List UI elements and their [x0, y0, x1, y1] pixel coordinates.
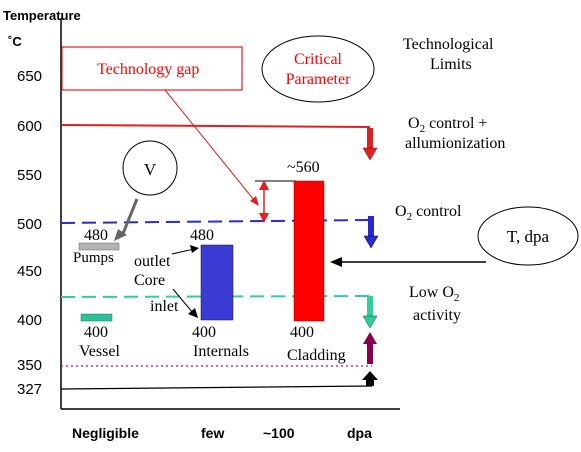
technology-gap-pointer-head: [250, 196, 259, 206]
vessel-value: 400: [84, 324, 108, 341]
red-down-arrow: [362, 128, 378, 161]
x-tick-negligible: Negligible: [72, 425, 139, 441]
pumps-label: Pumps: [73, 250, 114, 266]
cladding-bar: [293, 180, 325, 322]
cladding-label: Cladding: [287, 347, 346, 364]
y-tick-450: 450: [17, 263, 42, 280]
inlet-arrow: [172, 288, 194, 314]
internals-top-value: 480: [190, 227, 214, 244]
outlet-label: outlet: [134, 253, 171, 270]
gap-arrowhead-down: [259, 213, 269, 223]
y-tick-400: 400: [17, 312, 42, 329]
o2-aluminization-label-line1: O2 control +: [408, 115, 487, 135]
outlet-arrow: [171, 248, 195, 255]
cladding-bottom-value: 400: [290, 324, 314, 341]
y-axis-title: Temperature: [3, 8, 81, 23]
outlet-arrowhead: [190, 245, 199, 253]
t-dpa-ellipse: [477, 206, 579, 266]
technology-gap-box: [61, 46, 243, 91]
inlet-label: inlet: [150, 298, 179, 315]
v-pointer-head: [114, 229, 127, 241]
core-label: Core: [134, 272, 165, 289]
low-o2-label-line1: Low O2: [409, 284, 459, 304]
vessel-bar: [80, 313, 113, 322]
tech-limits-line2: Limits: [430, 56, 472, 73]
cladding-top-value: ~560: [287, 159, 320, 176]
y-tick-550: 550: [17, 167, 42, 184]
t-dpa-arrowhead: [330, 257, 342, 267]
pumps-value: 480: [84, 227, 108, 244]
y-tick-600: 600: [17, 118, 42, 135]
x-tick-few: few: [201, 425, 224, 441]
x-axis-title: dpa: [347, 425, 372, 441]
technology-gap-label: Technology gap: [97, 61, 199, 78]
black-up-arrow: [362, 371, 378, 386]
technology-gap-pointer: [164, 89, 255, 201]
v-circle: [122, 140, 178, 196]
o2-control-line: [60, 219, 373, 224]
internals-bar: [200, 244, 234, 321]
gap-arrowhead-up: [259, 180, 269, 190]
pumps-bar: [78, 242, 120, 251]
o2-aluminization-label-line2: allumionization: [405, 135, 505, 152]
o2-control-label: O2 control: [395, 203, 462, 223]
green-down-arrow: [362, 296, 378, 329]
y-tick-327: 327: [17, 381, 42, 398]
o2-aluminization-line: [60, 124, 371, 128]
base-line: [60, 385, 373, 390]
y-axis-unit: ˚C: [8, 34, 22, 49]
v-pointer: [120, 198, 139, 237]
low-o2-label-line2: activity: [413, 307, 461, 324]
y-tick-500: 500: [17, 216, 42, 233]
tech-limits-line1: Technological: [403, 36, 494, 53]
inlet-arrowhead: [188, 308, 198, 318]
internals-label: Internals: [193, 343, 249, 360]
critical-label-line1: Critical: [294, 51, 343, 68]
x-tick-100: ~100: [263, 425, 295, 441]
vessel-label: Vessel: [79, 343, 120, 360]
critical-label-line2: Parameter: [286, 71, 352, 88]
v-label: V: [144, 160, 157, 179]
y-tick-350: 350: [17, 357, 42, 374]
purple-up-arrow: [363, 332, 377, 364]
t-dpa-label: T, dpa: [507, 227, 550, 246]
internals-bottom-value: 400: [192, 324, 216, 341]
critical-parameter-ellipse: [261, 35, 375, 103]
y-tick-650: 650: [17, 68, 42, 85]
blue-down-arrow: [363, 216, 379, 249]
